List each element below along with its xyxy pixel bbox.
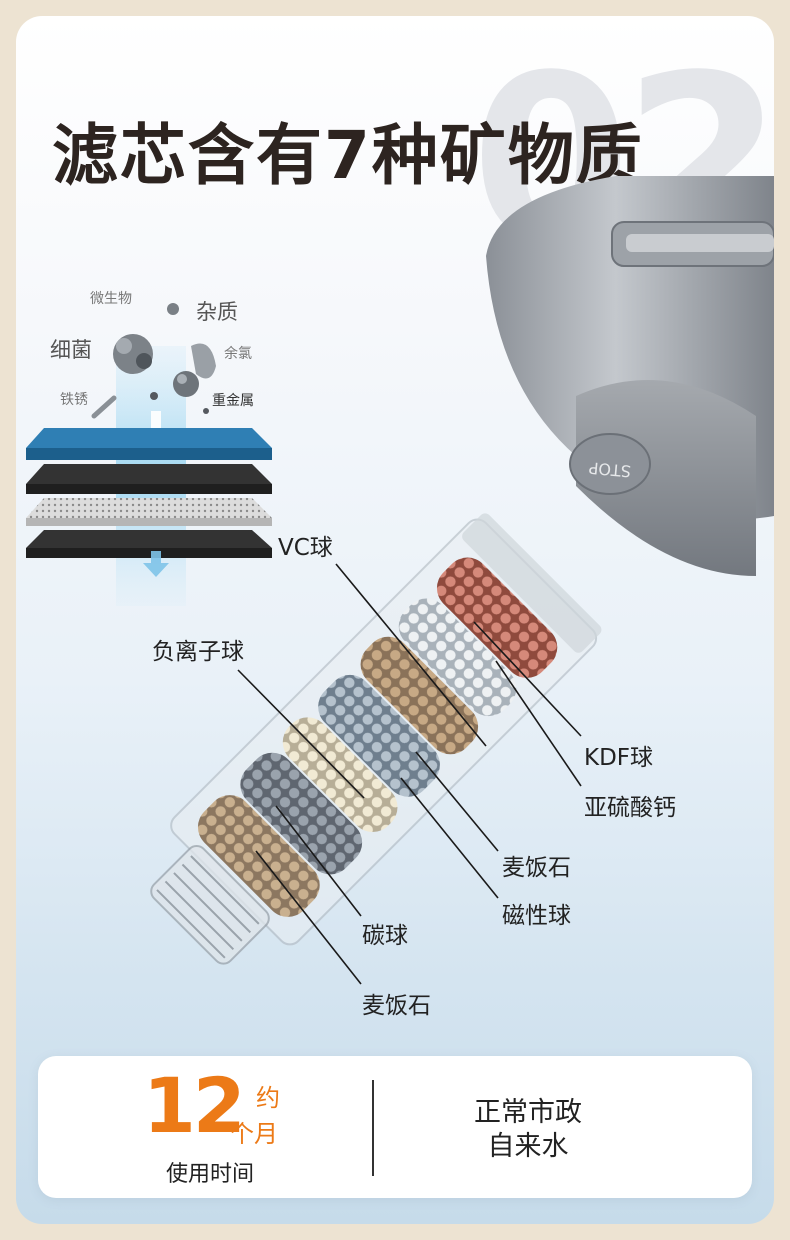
water-type-line1: 正常市政 <box>474 1097 582 1128</box>
label-carbon-ball: 碳球 <box>362 923 408 949</box>
info-card: 12 约 个月 使用时间 正常市政 自来水 <box>38 1056 752 1198</box>
label-bacteria: 细菌 <box>50 338 92 362</box>
main-frame: 02 滤芯含有7种矿物质 <box>16 16 774 1224</box>
approx-label: 约 <box>256 1084 280 1112</box>
label-calcium-sulfite: 亚硫酸钙 <box>584 795 676 821</box>
label-vc-ball: VC球 <box>278 535 333 561</box>
filter-layers <box>26 428 272 558</box>
label-rust: 铁锈 <box>60 392 88 408</box>
water-type: 正常市政 自来水 <box>474 1096 582 1164</box>
label-maifan-stone-1: 麦饭石 <box>502 855 571 881</box>
page-title: 滤芯含有7种矿物质 <box>52 117 644 194</box>
label-kdf-ball: KDF球 <box>584 745 654 771</box>
impurity-particles <box>91 303 216 419</box>
arrow-down-icon <box>143 551 169 577</box>
months-label: 个月 <box>230 1120 278 1148</box>
label-maifan-stone-2: 麦饭石 <box>362 993 431 1019</box>
label-magnetic-ball: 磁性球 <box>502 903 571 929</box>
label-impurity: 杂质 <box>196 300 238 324</box>
water-type-line2: 自来水 <box>487 1131 569 1162</box>
leader-lines <box>237 563 582 985</box>
product-illustration: STOP <box>26 176 774 985</box>
label-microbe: 微生物 <box>90 291 132 307</box>
label-heavy-metal: 重金属 <box>212 393 254 409</box>
stop-button-label: STOP <box>588 458 632 481</box>
card-divider <box>372 1080 374 1176</box>
label-chlorine: 余氯 <box>224 346 252 362</box>
lifespan-number: 12 <box>143 1061 246 1150</box>
usage-time-label: 使用时间 <box>166 1162 255 1187</box>
label-negative-ion-ball: 负离子球 <box>152 639 244 665</box>
shower-head: STOP <box>486 176 774 576</box>
